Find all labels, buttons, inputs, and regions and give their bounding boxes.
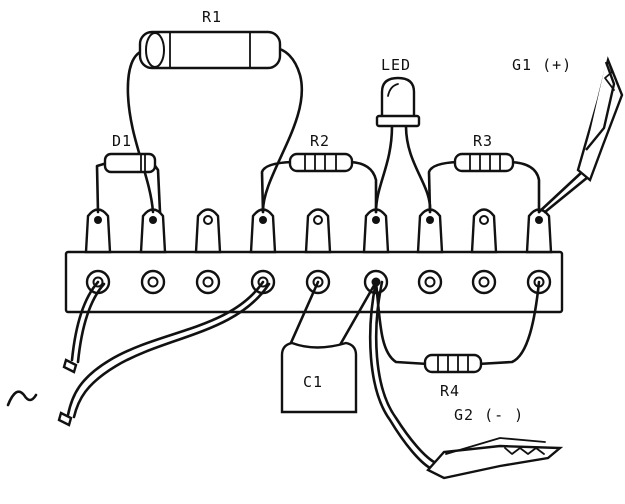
label-c1: C1 [303, 373, 323, 391]
screw-terminal [140, 269, 166, 295]
label-d1: D1 [112, 132, 132, 150]
lug-3 [194, 208, 222, 254]
screw-terminals [85, 269, 552, 295]
resistor-r4 [374, 280, 541, 374]
screw-terminal [195, 269, 221, 295]
lug-2 [139, 208, 167, 254]
lug-8 [470, 208, 498, 254]
ac-cord [6, 280, 271, 427]
resistor-r3 [427, 152, 541, 214]
lug-5 [304, 208, 332, 254]
lug-9 [525, 208, 553, 254]
led [374, 76, 432, 214]
screw-terminal [471, 269, 497, 295]
lug-7 [416, 208, 444, 254]
alligator-clip-g2 [368, 280, 564, 480]
lug-6 [362, 208, 390, 254]
label-r3: R3 [473, 132, 493, 150]
resistor-r1 [126, 30, 304, 214]
resistor-r2 [260, 152, 378, 214]
screw-terminal [417, 269, 443, 295]
label-g1: G1 (+) [512, 56, 572, 74]
lug-1 [84, 208, 112, 254]
diode-d1 [95, 152, 162, 214]
capacitor-c1 [280, 280, 378, 414]
label-r4: R4 [440, 382, 460, 400]
ac-symbol-icon [6, 390, 38, 407]
terminal-lugs [84, 208, 553, 254]
label-g2: G2 (- ) [454, 406, 524, 424]
label-r2: R2 [310, 132, 330, 150]
label-led: LED [381, 56, 411, 74]
lug-4 [249, 208, 277, 254]
label-r1: R1 [202, 8, 222, 26]
alligator-clip-g1 [537, 56, 624, 214]
